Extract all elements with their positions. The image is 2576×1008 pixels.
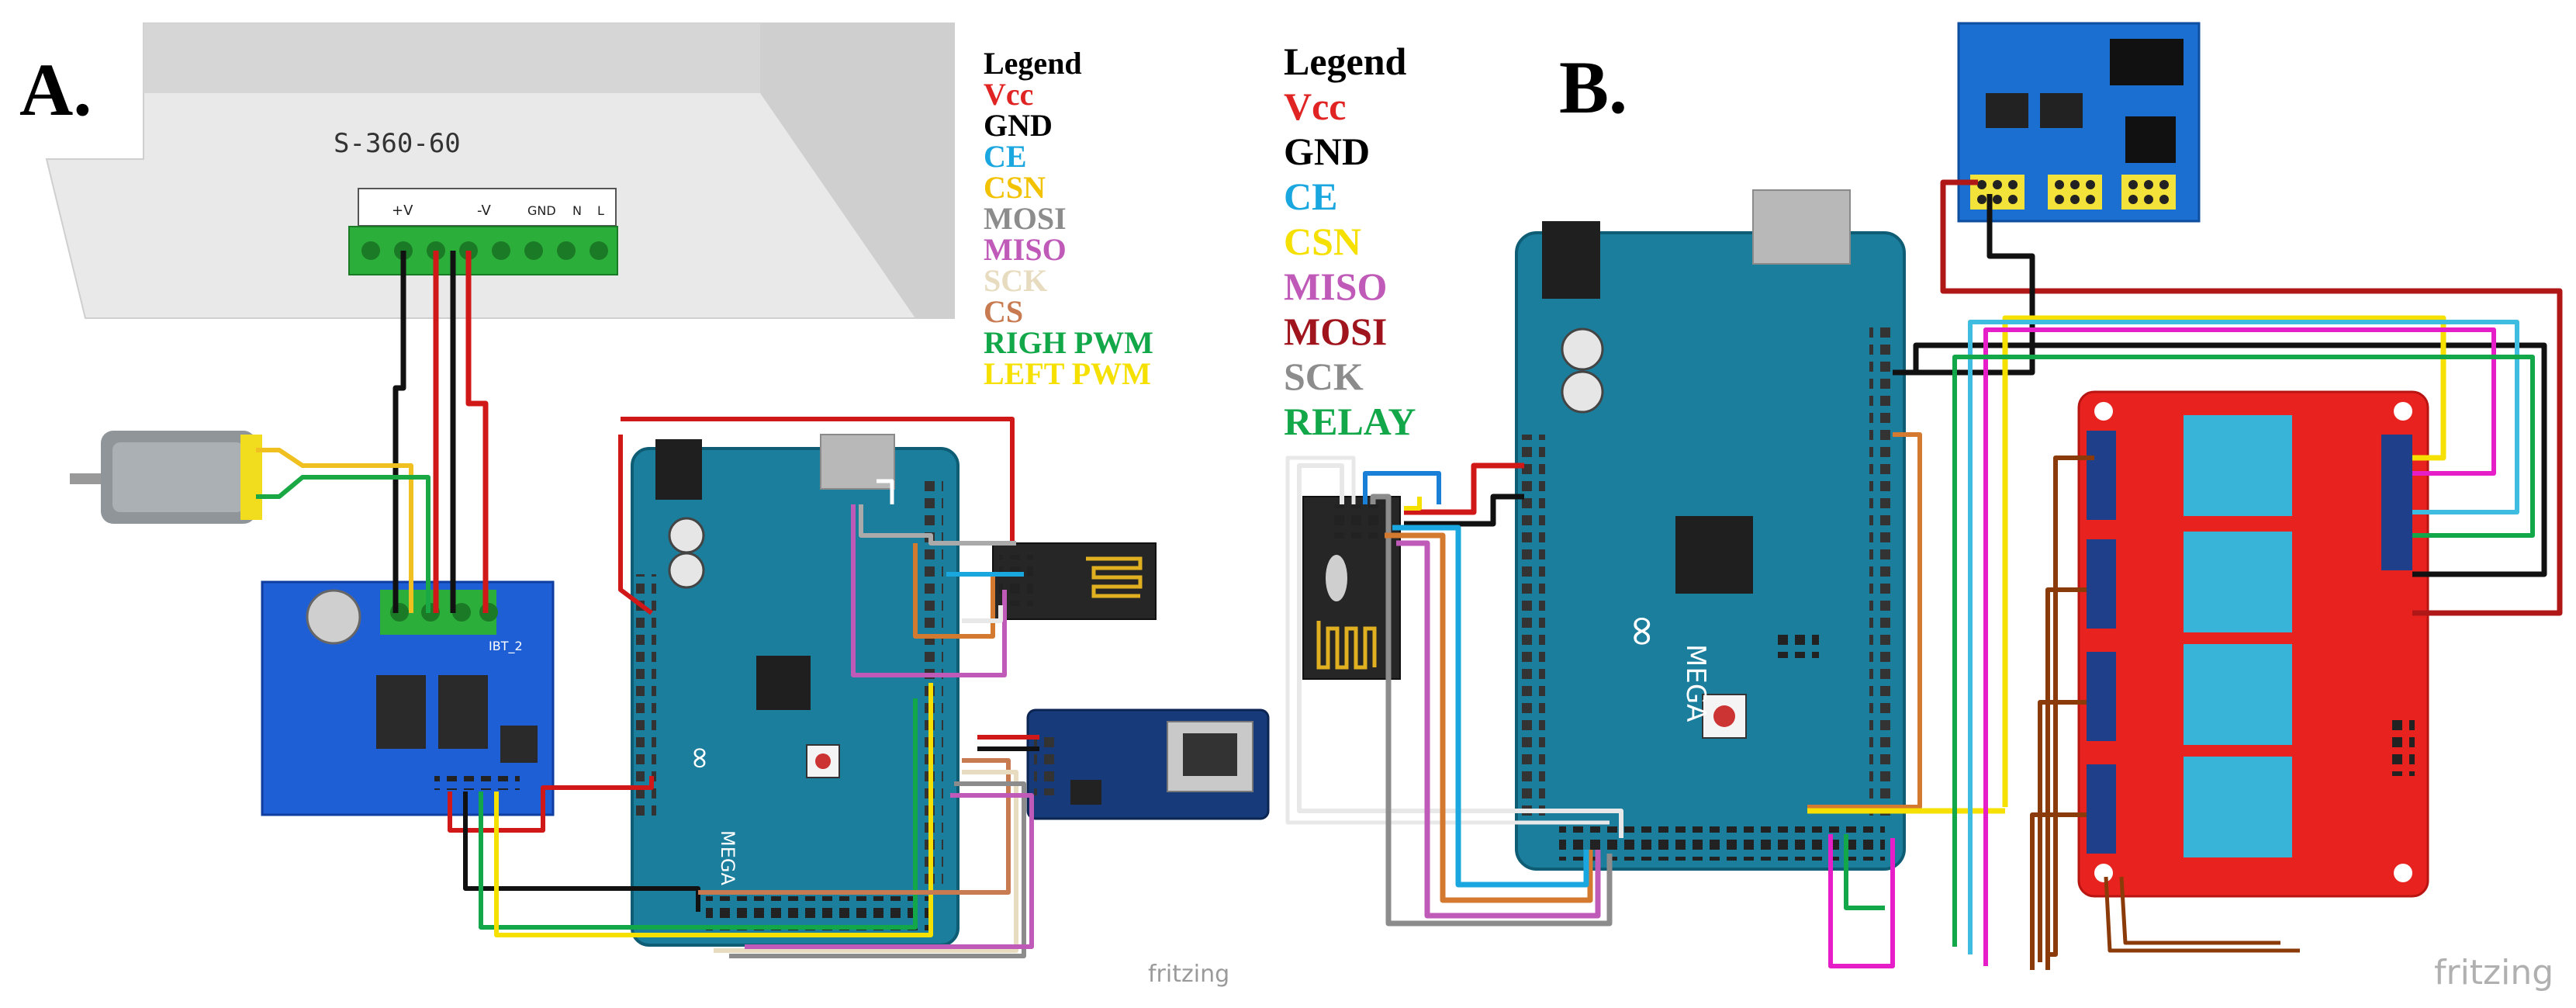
arduino-mega-b: MEGA ∞ [1515,189,1906,871]
motor-driver-ibt2: IBT_2 [261,580,555,816]
legend-b-entry: GND [1284,130,1371,173]
dc-motor [70,431,262,524]
legend-a-entry: CE [984,139,1027,174]
legend-b-entry: MOSI [1284,310,1388,353]
psu-terminal-block [348,226,618,275]
legend-a-title: Legend [984,46,1082,81]
legend-a-entry: CS [984,294,1024,329]
watermark-b: fritzing [2434,953,2554,992]
psu-label: S-360-60 [334,128,461,159]
legend-a-entry: RIGH PWM [984,325,1153,360]
wires-b [1285,179,2563,970]
legend-b-entry: SCK [1284,355,1364,398]
sd-card-module [1026,708,1270,820]
power-supply: S-360-60 +V -V GND N L [45,23,955,319]
watermark-a: fritzing [1148,961,1229,988]
legend-a-entry: MISO [984,232,1067,267]
legend-a-entry: MOSI [984,201,1067,236]
terminal-label-vplus: +V [392,203,413,219]
panel-a-label: A. [19,48,92,131]
wires-a [256,251,1039,958]
terminal-label-n: N [572,203,582,218]
relay-module [2077,390,2429,898]
nrf24-module-a [992,542,1157,620]
legend-a-entry: GND [984,108,1053,143]
legend-b-title: Legend [1284,40,1407,83]
driver-label: IBT_2 [489,639,523,654]
terminal-label-gnd: GND [527,203,556,218]
arduino-mega-a: MEGA ∞ [631,434,960,947]
board-label-b: MEGA [1680,644,1711,722]
panel-b-label: B. [1559,46,1627,129]
legend-b-entry: RELAY [1284,400,1416,443]
board-logo-b: ∞ [1618,613,1668,649]
legend-b-entry: CSN [1284,220,1362,263]
legend-a-entry: Vcc [984,77,1034,112]
legend-a-entry: CSN [984,170,1046,205]
legend-b-entry: Vcc [1284,85,1347,128]
legend-a-entry: LEFT PWM [984,356,1151,391]
legend-b-entry: CE [1284,175,1338,218]
legend-b-entry: MISO [1284,265,1388,308]
board-logo-a: ∞ [683,745,718,771]
terminal-label-l: L [597,203,604,218]
legend-a-entry: SCK [984,263,1048,298]
terminal-label-vminus: -V [477,203,491,219]
nrf24-module-b [1302,496,1401,680]
board-label-a: MEGA [717,830,738,885]
regulator-module [1957,22,2201,223]
